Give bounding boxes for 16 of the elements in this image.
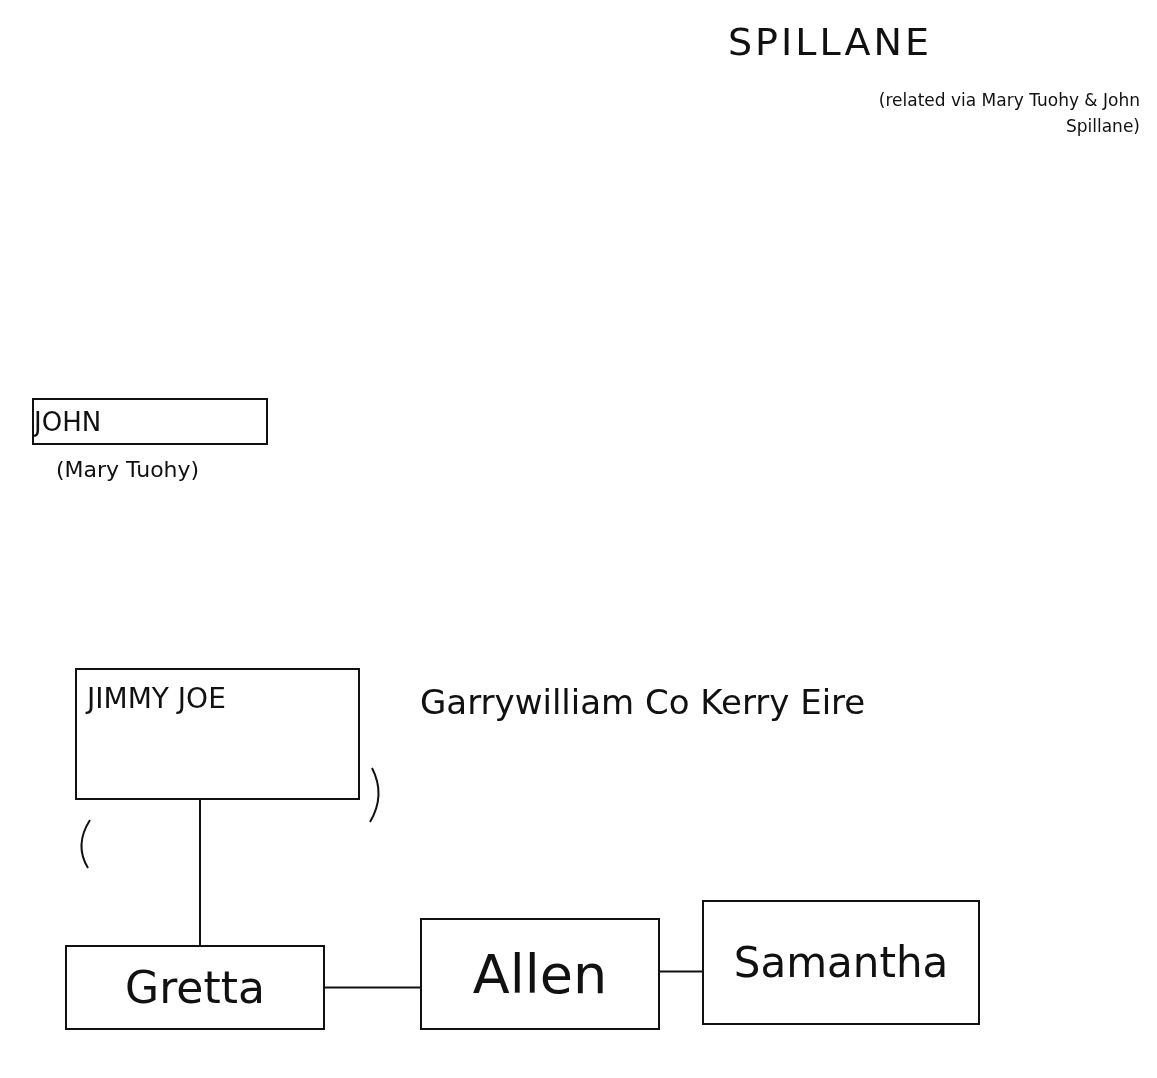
title: SPILLANE [728, 20, 932, 64]
connector-line [659, 970, 703, 973]
name-box [702, 900, 980, 1025]
connector-line [324, 986, 421, 989]
connector-line [199, 799, 201, 946]
person-name: JIMMY JOE [87, 682, 226, 715]
note: (related via Mary Tuohy & John Spillane) [877, 89, 1140, 138]
person-name: Allen [472, 942, 608, 1006]
name-box [420, 918, 660, 1030]
person-name: Samantha [733, 938, 949, 987]
person-name: JOHN [34, 406, 102, 437]
place-label: Garrywilliam Co Kerry Eire [420, 682, 866, 722]
name-box [75, 668, 360, 800]
person-name: Gretta [125, 962, 265, 1013]
name-box [65, 945, 325, 1030]
spouse-name: (Mary Tuohy) [56, 457, 200, 482]
